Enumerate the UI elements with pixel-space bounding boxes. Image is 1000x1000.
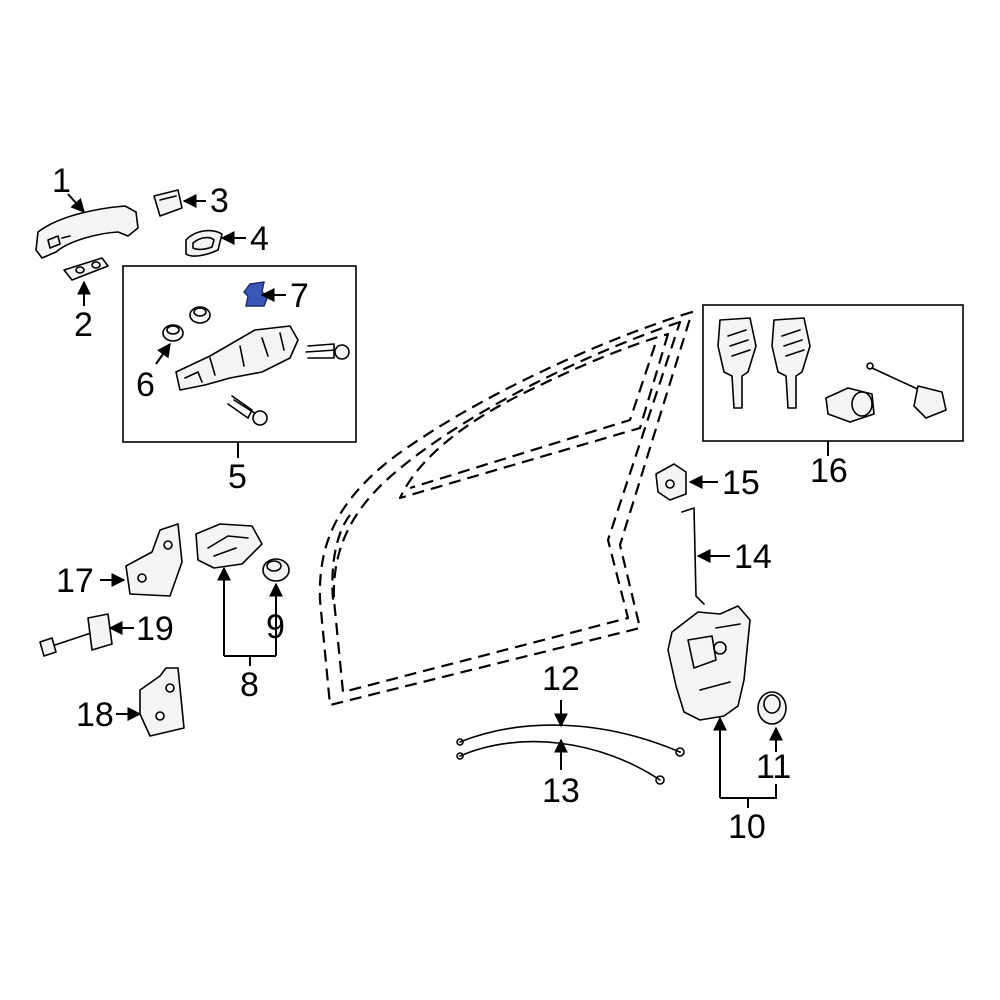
inside-handle[interactable] — [195, 523, 263, 569]
handle-gasket[interactable] — [63, 257, 109, 281]
frame-assembly-box — [122, 265, 357, 443]
callout-10: 10 — [728, 808, 766, 846]
leader-lines — [67, 193, 829, 808]
lock-knob[interactable] — [262, 558, 290, 582]
key-cylinder-box — [702, 304, 964, 442]
callout-13: 13 — [542, 772, 580, 810]
callout-1: 1 — [52, 162, 71, 200]
callout-16: 16 — [810, 452, 848, 490]
callout-14: 14 — [734, 538, 772, 576]
callout-4: 4 — [250, 220, 269, 258]
callout-18: 18 — [76, 696, 114, 734]
callout-6: 6 — [136, 366, 155, 404]
key-right[interactable] — [771, 317, 811, 409]
callout-7: 7 — [290, 277, 309, 315]
cylinder-rod[interactable] — [866, 362, 947, 419]
lock-rod[interactable] — [681, 507, 705, 605]
key-left[interactable] — [717, 317, 757, 409]
inside-handle-cable[interactable] — [456, 724, 685, 757]
outside-handle[interactable] — [35, 205, 139, 259]
callout-12: 12 — [542, 660, 580, 698]
upper-hinge[interactable] — [125, 523, 183, 597]
callout-5: 5 — [228, 458, 247, 496]
callout-19: 19 — [136, 610, 174, 648]
callout-17: 17 — [56, 562, 94, 600]
callout-8: 8 — [240, 666, 259, 704]
callout-3: 3 — [210, 182, 229, 220]
handle-cap[interactable] — [153, 189, 183, 217]
callout-15: 15 — [722, 464, 760, 502]
door-check[interactable] — [39, 613, 113, 657]
callout-labels: 1 2 3 4 5 6 7 8 9 10 11 12 13 14 15 16 1… — [52, 162, 848, 846]
bolt[interactable] — [227, 343, 350, 426]
striker[interactable] — [655, 463, 687, 501]
callout-2: 2 — [74, 306, 93, 344]
lock-actuator[interactable] — [667, 605, 751, 721]
lock-cylinder[interactable] — [825, 387, 875, 423]
cap-pad[interactable] — [185, 229, 223, 257]
actuator-grommet[interactable] — [757, 691, 787, 725]
lower-hinge[interactable] — [139, 667, 185, 737]
door-outline — [318, 310, 694, 707]
callout-11: 11 — [756, 748, 791, 786]
callout-9: 9 — [266, 608, 285, 646]
grommet[interactable] — [162, 306, 211, 342]
handle-frame[interactable] — [175, 325, 299, 391]
